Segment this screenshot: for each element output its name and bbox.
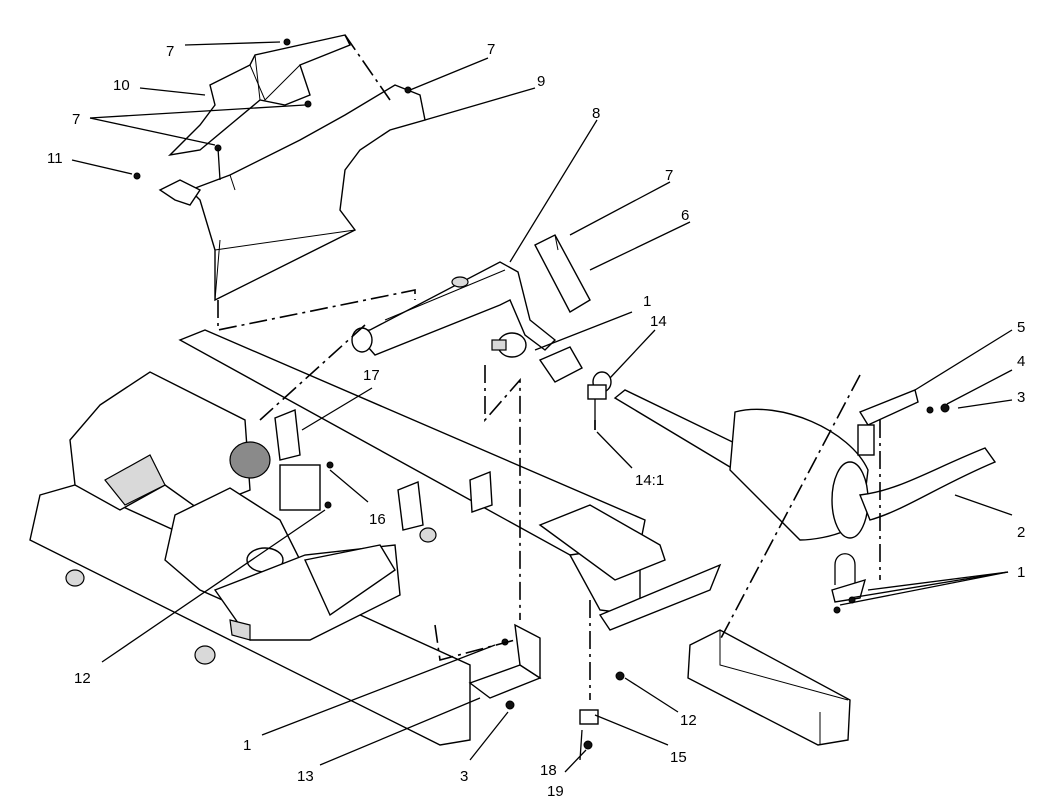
exhaust-pipe-part-8 <box>351 261 557 356</box>
callout-12: 12 <box>680 712 697 729</box>
bracket-part-13 <box>468 623 542 710</box>
callout-13: 13 <box>297 768 314 785</box>
callout-1: 1 <box>1017 564 1025 581</box>
callout-19: 19 <box>547 783 564 800</box>
callout-6: 6 <box>681 207 689 224</box>
callout-17: 17 <box>363 367 380 384</box>
callout-3: 3 <box>460 768 468 785</box>
callout-7: 7 <box>487 41 495 58</box>
callout-8: 8 <box>592 105 600 122</box>
leader-lines <box>71 41 1013 773</box>
callout-18: 18 <box>540 762 557 779</box>
clamp-part-14 <box>587 371 612 430</box>
muffler-part-2 <box>613 389 997 541</box>
lower-hardware <box>324 461 625 750</box>
u-bolt-clamp-right <box>831 553 867 614</box>
callout-15: 15 <box>670 749 687 766</box>
frame-mounts <box>65 409 493 665</box>
callout-labels: 7 10 7 9 7 11 8 7 6 1 14 5 4 3 17 14:1 1… <box>47 41 1025 800</box>
callout-14: 14 <box>650 313 667 330</box>
bracket-part-10 <box>167 34 351 157</box>
callout-9: 9 <box>537 73 545 90</box>
deck-platform <box>213 544 401 641</box>
callout-11: 11 <box>47 150 63 167</box>
callout-10: 10 <box>113 77 130 94</box>
callout-7: 7 <box>72 111 80 128</box>
callout-1: 1 <box>643 293 651 310</box>
callout-14-1: 14:1 <box>635 472 664 489</box>
callout-7: 7 <box>665 167 673 184</box>
alignment-lines <box>217 34 881 700</box>
square-tube <box>687 629 851 746</box>
bracket-part-5 <box>857 389 950 456</box>
heat-shield-part-6 <box>534 234 591 313</box>
pipe-coupling <box>538 346 583 383</box>
callout-7: 7 <box>166 43 174 60</box>
shield-part-9 <box>158 84 426 302</box>
shield-bolts <box>133 38 412 181</box>
callout-3: 3 <box>1017 389 1025 406</box>
callout-2: 2 <box>1017 524 1025 541</box>
callout-4: 4 <box>1017 353 1025 370</box>
callout-12: 12 <box>74 670 91 687</box>
callout-1: 1 <box>243 737 251 754</box>
callout-16: 16 <box>369 511 386 528</box>
clamp-upper <box>491 332 527 358</box>
callout-5: 5 <box>1017 319 1025 336</box>
